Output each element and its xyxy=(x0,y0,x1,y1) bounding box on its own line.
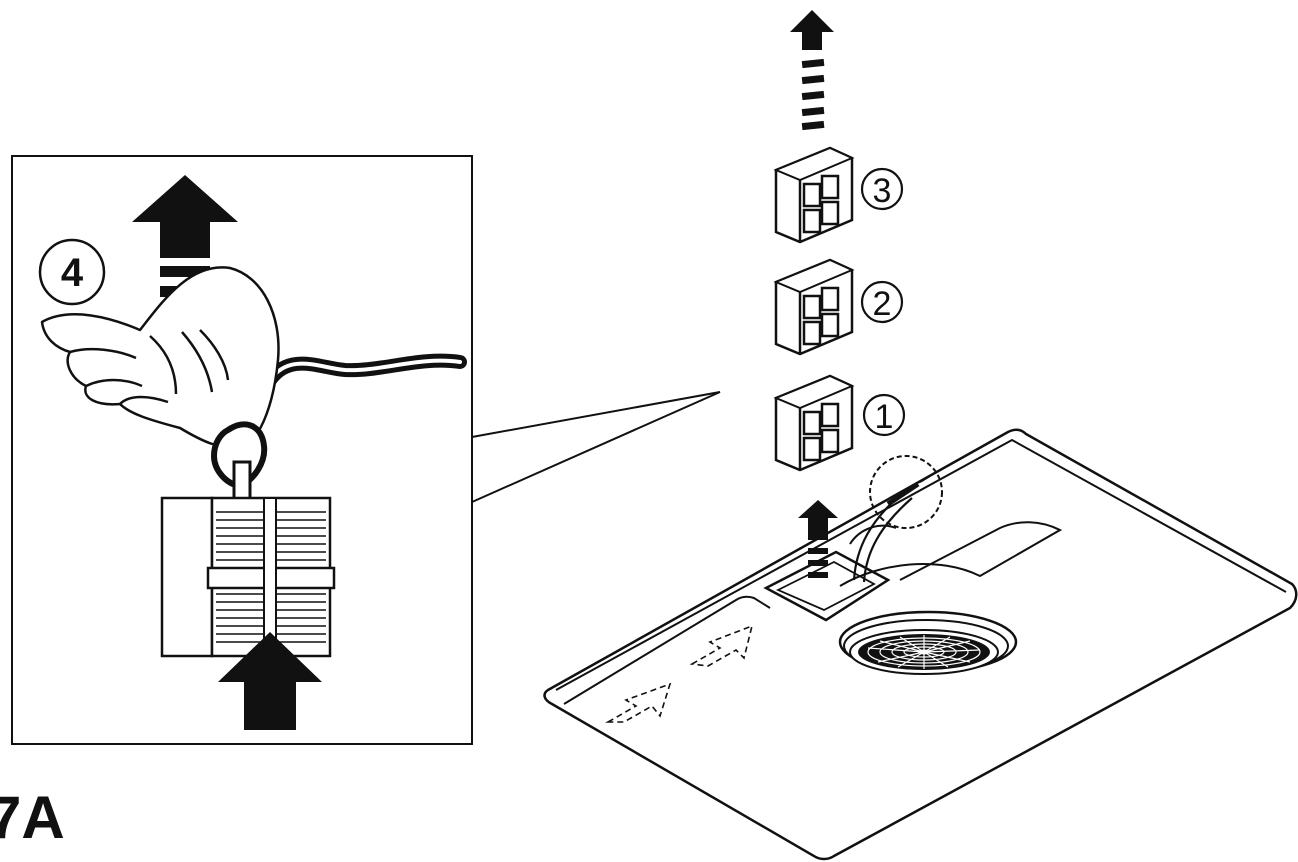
callout-line-bottom xyxy=(472,392,720,502)
filter-1: 1 xyxy=(776,376,904,470)
fan-grille-icon xyxy=(840,612,1016,674)
callout-line-top xyxy=(472,392,720,437)
step-4-label: 4 xyxy=(61,251,84,295)
step-1-label: 1 xyxy=(875,398,894,436)
filter-cartridge-icon xyxy=(162,498,334,656)
figure-label: 7A xyxy=(0,788,65,848)
step-3-label: 3 xyxy=(873,172,892,210)
filter-3: 3 xyxy=(776,148,902,242)
step-2-label: 2 xyxy=(873,285,892,323)
up-arrow-icon xyxy=(790,10,834,130)
assembly-view: 3 2 1 xyxy=(545,10,1297,859)
step-4-marker: 4 xyxy=(40,240,104,304)
filter-2: 2 xyxy=(776,260,902,354)
